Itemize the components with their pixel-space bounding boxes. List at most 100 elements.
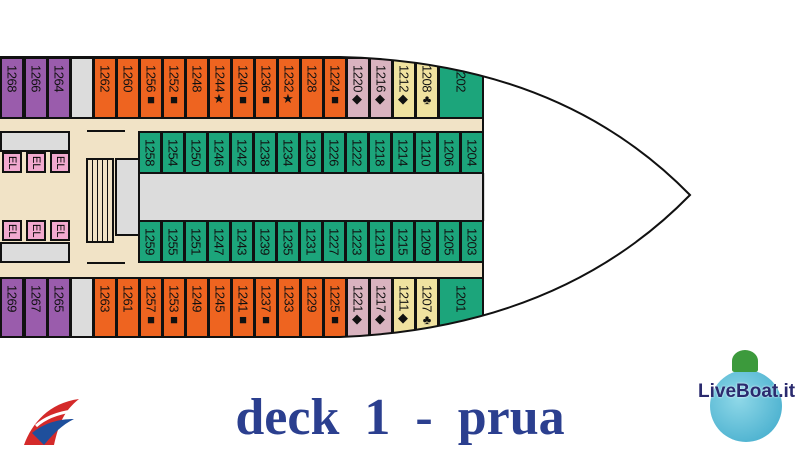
cabin-number: 1243 [234, 228, 250, 255]
cabin[interactable]: 1223 [345, 220, 369, 263]
cabin[interactable]: 1230 [299, 131, 323, 174]
cabin-number: 1264 [51, 65, 67, 92]
cabin-number: 1206 [441, 139, 457, 166]
cabin-number: 1262 [97, 65, 113, 92]
cabin-number: 1258 [142, 139, 158, 166]
elevator: EL [50, 220, 70, 241]
elevator: EL [2, 152, 22, 173]
cabin-number: 1215 [395, 228, 411, 255]
cabin-number: 1259 [142, 228, 158, 255]
cabin-number: 1240■ [235, 65, 251, 107]
cabin-number: 1255 [165, 228, 181, 255]
cabin-number: 1244★ [212, 65, 228, 107]
cabin-number: 1252■ [166, 65, 182, 107]
cabin[interactable]: 1235 [276, 220, 300, 263]
elevator: EL [2, 220, 22, 241]
cabin-number: 1212◆ [396, 65, 412, 107]
cabin[interactable]: 1256■ [139, 57, 163, 119]
cabin-number: 1238 [257, 139, 273, 166]
cabin-number: 1227 [326, 228, 342, 255]
cabin[interactable]: 1265 [47, 277, 71, 338]
cabin[interactable]: 1224■ [323, 57, 347, 119]
cabin-number: 1267 [28, 285, 44, 312]
cabin-number: 1268 [4, 65, 20, 92]
cabin-number: 1232★ [281, 65, 297, 107]
cabin[interactable]: 1242 [230, 131, 254, 174]
logo-text: LiveBoat.it [698, 381, 796, 402]
cabin-number: 1207♣ [419, 285, 435, 327]
cabin-number: 1231 [303, 228, 319, 255]
elevator-label: EL [30, 155, 42, 170]
cabin-number: 1216◆ [373, 65, 389, 107]
elevator-label: EL [30, 223, 42, 238]
cabin-number: 1247 [211, 228, 227, 255]
cabin-number: 1217◆ [373, 285, 389, 327]
cabin-number: 1269 [4, 285, 20, 312]
cabin-number: 1225■ [327, 285, 343, 327]
deck-title: deck 1 - prua [235, 389, 565, 446]
cabin[interactable]: 1204 [460, 131, 484, 174]
cabin-number: 1204 [464, 139, 480, 166]
elevator-label: EL [54, 155, 66, 170]
cabin[interactable]: 1218 [368, 131, 392, 174]
stair-landing [115, 158, 140, 236]
cabin[interactable]: 1228 [300, 57, 324, 119]
cabin-number: 1224■ [327, 65, 343, 107]
cabin[interactable]: 1214 [391, 131, 415, 174]
cabin-number: 1234 [280, 139, 296, 166]
cabin-number: 1266 [28, 65, 44, 92]
cabin-number: 1210 [418, 139, 434, 166]
cabin-number: 1253■ [166, 285, 182, 327]
cabin[interactable]: 1260 [116, 57, 140, 119]
cabin[interactable]: 1219 [368, 220, 392, 263]
cabin-number: 1261 [120, 285, 136, 312]
elevator: EL [26, 220, 46, 241]
cabin-number: 1226 [326, 139, 342, 166]
service-area [0, 131, 70, 152]
cabin-number: 1209 [418, 228, 434, 255]
cabin-number: 1220◆ [350, 65, 366, 107]
cabin-number: 1263 [97, 285, 113, 312]
cabin-number: 1251 [188, 228, 204, 255]
cabin[interactable]: 1246 [207, 131, 231, 174]
divider [87, 262, 125, 264]
cabin[interactable]: 1237■ [254, 277, 278, 338]
cabin-number: 1260 [120, 65, 136, 92]
cabin-number: 1250 [188, 139, 204, 166]
cabin[interactable]: 1254 [161, 131, 185, 174]
elevator: EL [26, 152, 46, 173]
elevator-label: EL [54, 223, 66, 238]
cabin-number: 1230 [303, 139, 319, 166]
cabin-number: 1208♣ [419, 65, 435, 107]
cabin[interactable]: 1212◆ [392, 57, 416, 119]
elevator-label: EL [6, 223, 18, 238]
cabin[interactable]: 1239 [253, 220, 277, 263]
elevator-label: EL [6, 155, 18, 170]
liveboat-logo: LiveBoat.it [696, 348, 796, 448]
cabin[interactable]: 1229 [300, 277, 324, 338]
cabin[interactable]: 1251 [184, 220, 208, 263]
cabin[interactable]: 1261 [116, 277, 140, 338]
cabin-number: 1218 [372, 139, 388, 166]
cabin-number: 1236■ [258, 65, 274, 107]
cabin[interactable]: 1208♣ [415, 57, 439, 119]
cabin-number: 1242 [234, 139, 250, 166]
cabin[interactable]: 1259 [138, 220, 162, 263]
cabin-number: 1249 [189, 285, 205, 312]
cabin-number: 1235 [280, 228, 296, 255]
cabin[interactable]: 1226 [322, 131, 346, 174]
service-area [0, 242, 70, 263]
cabin-number: 1239 [257, 228, 273, 255]
cabin-number: 1228 [304, 65, 320, 92]
cabin[interactable]: 1258 [138, 131, 162, 174]
carnival-logo [24, 399, 79, 445]
cabin-number: 1254 [165, 139, 181, 166]
cabin-number: 1205 [441, 228, 457, 255]
cabin[interactable]: 1243 [230, 220, 254, 263]
cabin-number: 1222 [349, 139, 365, 166]
cabin-number: 1229 [304, 285, 320, 312]
corridor [115, 173, 485, 221]
cabin-number: 1201 [453, 285, 469, 312]
staircase [86, 158, 114, 243]
